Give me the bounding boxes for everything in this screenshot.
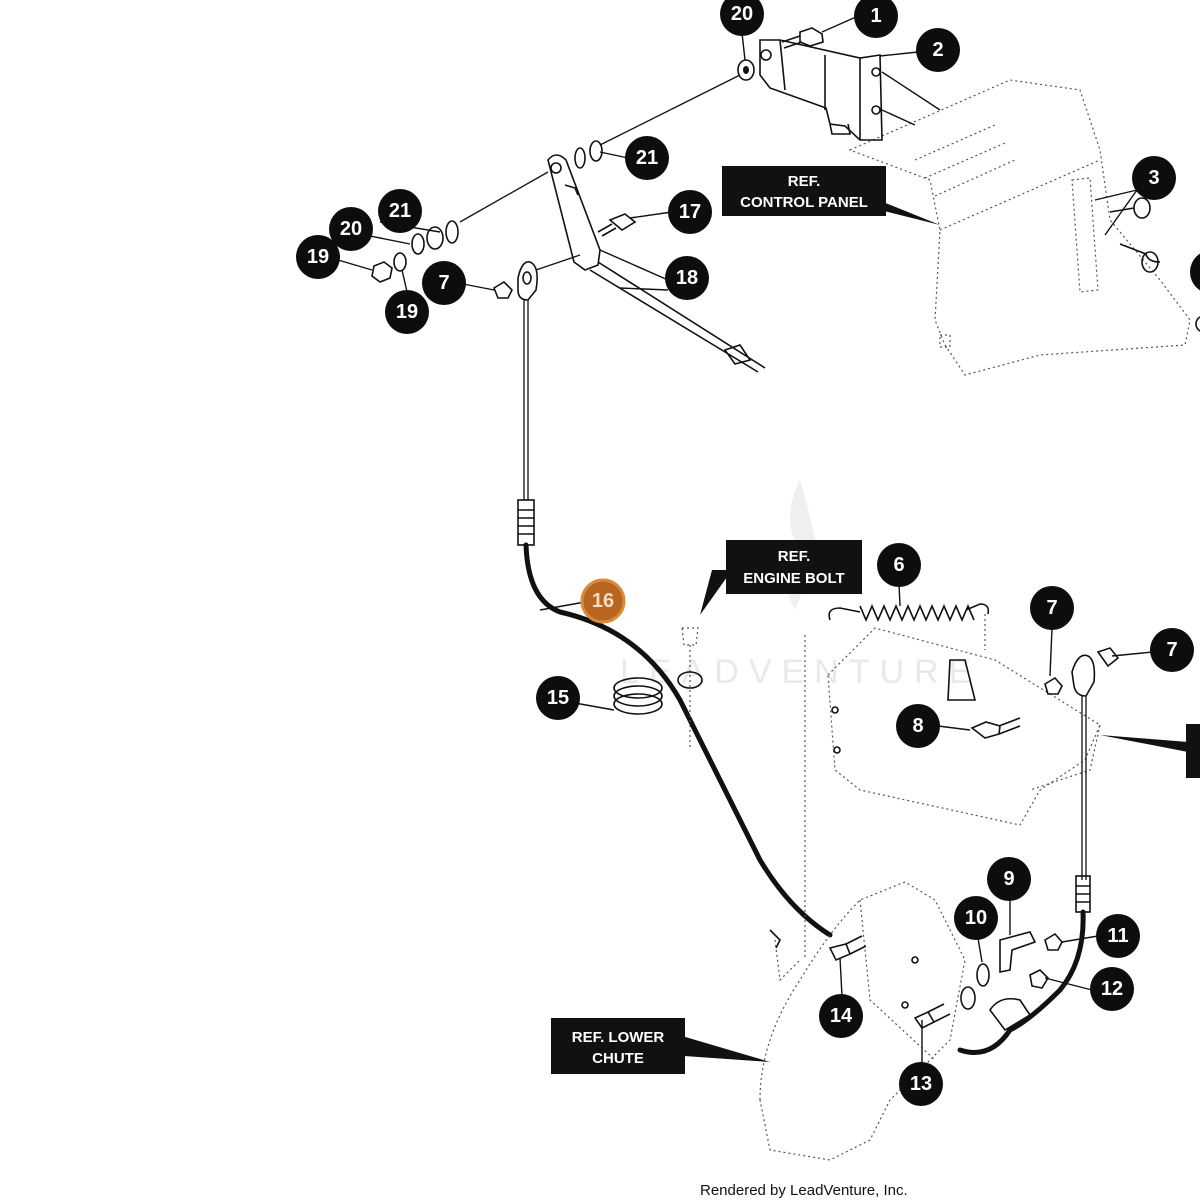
clip-9 <box>999 931 1037 973</box>
svg-text:17: 17 <box>679 201 701 223</box>
spring-coil <box>613 677 663 715</box>
callout-9[interactable]: 9 <box>987 857 1031 901</box>
callout-16-highlighted[interactable]: 16 <box>580 578 626 624</box>
svg-text:19: 19 <box>307 246 329 268</box>
callout-1[interactable]: 1 <box>854 0 898 38</box>
cable-fitting-top <box>517 499 535 546</box>
callout-3[interactable]: 3 <box>1132 156 1176 200</box>
svg-text:21: 21 <box>389 200 411 222</box>
callout-2[interactable]: 2 <box>916 28 960 72</box>
control-panel-outline <box>848 79 1191 376</box>
callout-partial-right <box>1190 253 1200 291</box>
callout-17[interactable]: 17 <box>668 190 712 234</box>
clamp-12 <box>989 969 1050 1032</box>
bolt-part-13 <box>913 1003 951 1030</box>
callout-19-bottom[interactable]: 19 <box>385 290 429 334</box>
callout-7-top[interactable]: 7 <box>422 261 466 305</box>
svg-text:18: 18 <box>676 267 698 289</box>
callout-19-left[interactable]: 19 <box>296 235 340 279</box>
svg-text:15: 15 <box>547 687 569 709</box>
callout-21-left[interactable]: 21 <box>378 189 422 233</box>
callout-11[interactable]: 11 <box>1096 914 1140 958</box>
callout-21-upper[interactable]: 21 <box>625 136 669 180</box>
screw-head-3a <box>1133 197 1151 219</box>
callout-20-left[interactable]: 20 <box>329 207 373 251</box>
callout-6[interactable]: 6 <box>877 543 921 587</box>
svg-text:19: 19 <box>396 301 418 323</box>
bolt-part-8 <box>970 717 1021 739</box>
ref-label-partial-right <box>1100 724 1200 778</box>
screw-head-3b <box>1141 251 1159 273</box>
footer-credit: Rendered by LeadVenture, Inc. <box>700 1182 908 1199</box>
ref-lower-chute-label: REF. LOWER CHUTE <box>551 1018 770 1074</box>
svg-text:20: 20 <box>340 218 362 240</box>
ref-control-panel-label: REF. CONTROL PANEL <box>722 166 940 225</box>
svg-text:14: 14 <box>830 1005 853 1027</box>
svg-text:6: 6 <box>893 554 904 576</box>
watermark-text: LEADVENTURE <box>620 653 981 691</box>
svg-text:20: 20 <box>731 3 753 25</box>
clevis-part <box>493 254 581 301</box>
ref-lower-chute-line2: CHUTE <box>592 1050 644 1067</box>
ref-control-panel-line1: REF. <box>788 173 821 190</box>
nut-11 <box>1044 932 1063 951</box>
svg-text:13: 13 <box>910 1073 932 1095</box>
bolt-part-14 <box>828 935 867 962</box>
bracket-part <box>759 39 941 141</box>
svg-text:16: 16 <box>592 590 614 612</box>
knob-partial-right <box>1195 316 1200 332</box>
callout-15[interactable]: 15 <box>536 676 580 720</box>
svg-text:10: 10 <box>965 907 987 929</box>
svg-text:7: 7 <box>1046 597 1057 619</box>
svg-text:12: 12 <box>1101 978 1123 1000</box>
callout-18[interactable]: 18 <box>665 256 709 300</box>
main-cable <box>523 542 833 938</box>
washer-stack-left <box>371 220 459 283</box>
clevis-right <box>1044 647 1120 913</box>
lower-chute-outline <box>759 881 966 1161</box>
ref-engine-bolt-label: REF. ENGINE BOLT <box>700 540 862 615</box>
callout-7-right[interactable]: 7 <box>1150 628 1194 672</box>
bolt-part-1 <box>781 27 824 49</box>
svg-text:11: 11 <box>1107 925 1128 947</box>
chute-bracket-outline <box>827 627 1101 826</box>
svg-text:1: 1 <box>870 5 881 27</box>
svg-text:3: 3 <box>1148 167 1159 189</box>
callout-14[interactable]: 14 <box>819 994 863 1038</box>
screw-shank-3a <box>1109 207 1135 213</box>
washer-10 <box>960 963 990 1010</box>
callout-20-top[interactable]: 20 <box>720 0 764 36</box>
engine-bolt <box>677 627 703 750</box>
ref-engine-bolt-line1: REF. <box>778 548 811 565</box>
callout-8[interactable]: 8 <box>896 704 940 748</box>
callout-12[interactable]: 12 <box>1090 967 1134 1011</box>
svg-text:8: 8 <box>912 715 923 737</box>
callout-10[interactable]: 10 <box>954 896 998 940</box>
callout-7-middle[interactable]: 7 <box>1030 586 1074 630</box>
svg-text:9: 9 <box>1003 868 1014 890</box>
svg-text:7: 7 <box>438 272 449 294</box>
ref-control-panel-line2: CONTROL PANEL <box>740 194 868 211</box>
svg-text:7: 7 <box>1166 639 1177 661</box>
lever-part <box>547 154 766 373</box>
washer-top <box>737 59 755 81</box>
bolt-part-17 <box>597 213 637 237</box>
ref-engine-bolt-line2: ENGINE BOLT <box>743 570 844 587</box>
washer-pair-upper <box>574 140 603 169</box>
ref-lower-chute-line1: REF. LOWER <box>572 1029 665 1046</box>
svg-text:2: 2 <box>932 39 943 61</box>
callout-13[interactable]: 13 <box>899 1062 943 1106</box>
extension-spring <box>804 603 990 960</box>
svg-text:21: 21 <box>636 147 658 169</box>
